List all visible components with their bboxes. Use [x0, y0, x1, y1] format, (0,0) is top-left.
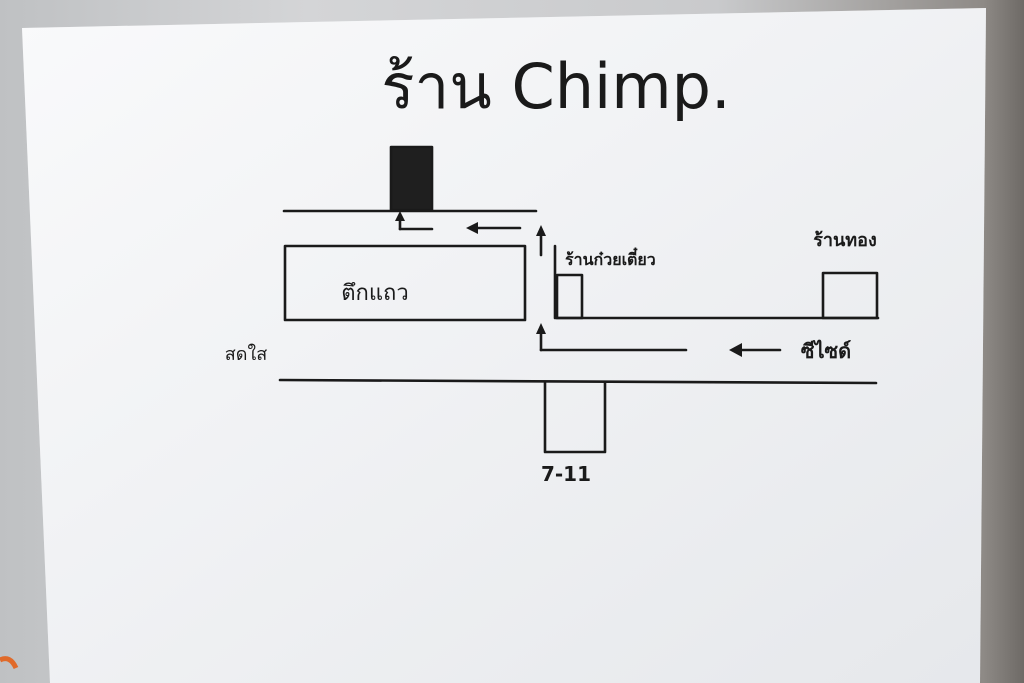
label-seven-eleven: 7-11	[541, 462, 591, 486]
middle-up-arrowhead	[536, 323, 546, 334]
arrow-heads	[395, 211, 742, 357]
gold-shop-box	[821, 271, 879, 320]
turn-up-arrowhead	[395, 211, 405, 221]
row-houses-block	[283, 244, 527, 322]
label-c-side: ซีไซด์	[801, 339, 851, 363]
cable-fragment	[0, 656, 19, 670]
paper-shade	[22, 8, 986, 683]
destination-building	[389, 145, 434, 212]
main-road-line	[278, 378, 878, 385]
label-sodsai: สดใส	[225, 343, 267, 365]
map-title: ร้าน Chimp.	[381, 50, 730, 123]
label-gold-shop: ร้านทอง	[813, 230, 877, 251]
c-side-arrowhead	[729, 343, 742, 357]
right-block-outline	[553, 244, 880, 320]
noodle-shop-box	[555, 273, 584, 320]
label-row-houses: ตึกแถว	[341, 281, 408, 306]
top-left-arrowhead	[466, 222, 478, 234]
seven-eleven-box	[543, 381, 607, 454]
corner-up-arrowhead	[536, 225, 546, 236]
label-noodle-shop: ร้านก๋วยเตี๋ยว	[565, 247, 656, 269]
